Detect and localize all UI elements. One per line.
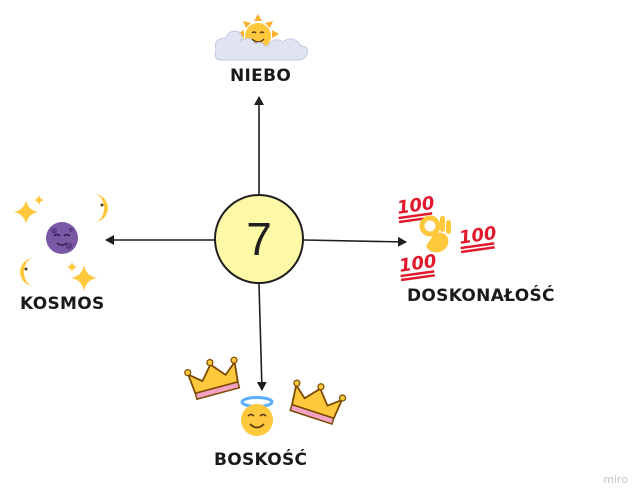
- label-boskosc[interactable]: BOSKOŚĆ: [214, 450, 308, 470]
- center-value: 7: [246, 213, 272, 265]
- arrow-down: [256, 283, 267, 391]
- crown-icon: [184, 356, 241, 401]
- miro-watermark: miro: [603, 473, 628, 486]
- crown-icon: [289, 379, 347, 425]
- sparkles-icon: [14, 195, 44, 224]
- label-niebo[interactable]: NIEBO: [230, 66, 292, 86]
- label-doskonalosc[interactable]: DOSKONAŁOŚĆ: [407, 286, 555, 306]
- center-node[interactable]: 7: [214, 194, 304, 284]
- smiling-face-with-halo-icon: [240, 396, 274, 436]
- sun-behind-cloud-icon: [214, 14, 308, 61]
- sparkles-icon: [67, 262, 97, 291]
- arrow-right: [303, 236, 407, 247]
- hundred-points-icon: 100: [398, 251, 438, 282]
- crescent-moon-face-icon: [94, 194, 108, 222]
- ok-hand-icon: [419, 215, 451, 253]
- label-kosmos[interactable]: KOSMOS: [20, 294, 105, 314]
- hundred-points-icon: 100: [458, 223, 498, 254]
- new-moon-face-icon: [46, 222, 78, 254]
- crescent-moon-icon: [20, 258, 34, 286]
